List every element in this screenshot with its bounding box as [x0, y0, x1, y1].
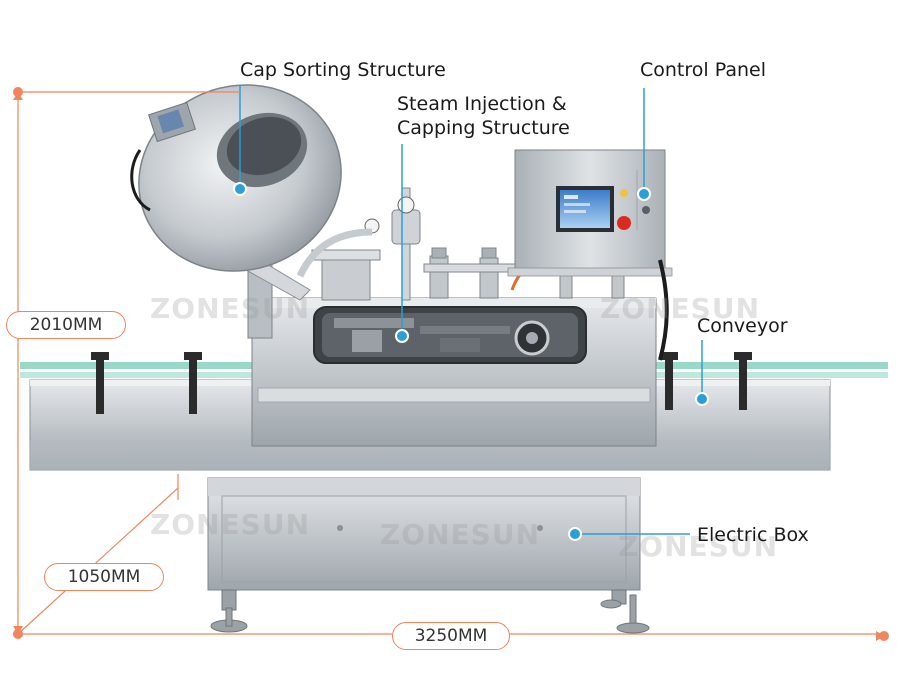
watermark: ZONESUN: [600, 292, 761, 325]
height-dimension-badge: 2010MM: [6, 311, 126, 339]
control-panel-label: Control Panel: [640, 59, 766, 81]
conveyor-label: Conveyor: [697, 315, 788, 337]
callout-dots: [233, 182, 709, 541]
machine-feet: [210, 589, 650, 634]
depth-dimension-badge: 1050MM: [44, 563, 164, 591]
power-cable: [658, 259, 669, 361]
capping-structure-label: Capping Structure: [397, 117, 570, 139]
watermark: ZONESUN: [150, 508, 311, 541]
cap-sorting-label: Cap Sorting Structure: [240, 59, 446, 81]
control-cabinet: [507, 149, 673, 277]
electric-box-label: Electric Box: [697, 524, 809, 546]
callout-lines: [239, 86, 703, 535]
dimension-endpoints: [13, 87, 889, 641]
rail-brackets: [91, 352, 752, 414]
watermark: ZONESUN: [618, 530, 779, 563]
length-dimension-badge: 3250MM: [392, 622, 510, 650]
watermark: ZONESUN: [380, 518, 541, 551]
capping-housing: [251, 297, 657, 447]
steam-injection-label: Steam Injection &: [397, 93, 567, 115]
watermark: ZONESUN: [150, 292, 311, 325]
